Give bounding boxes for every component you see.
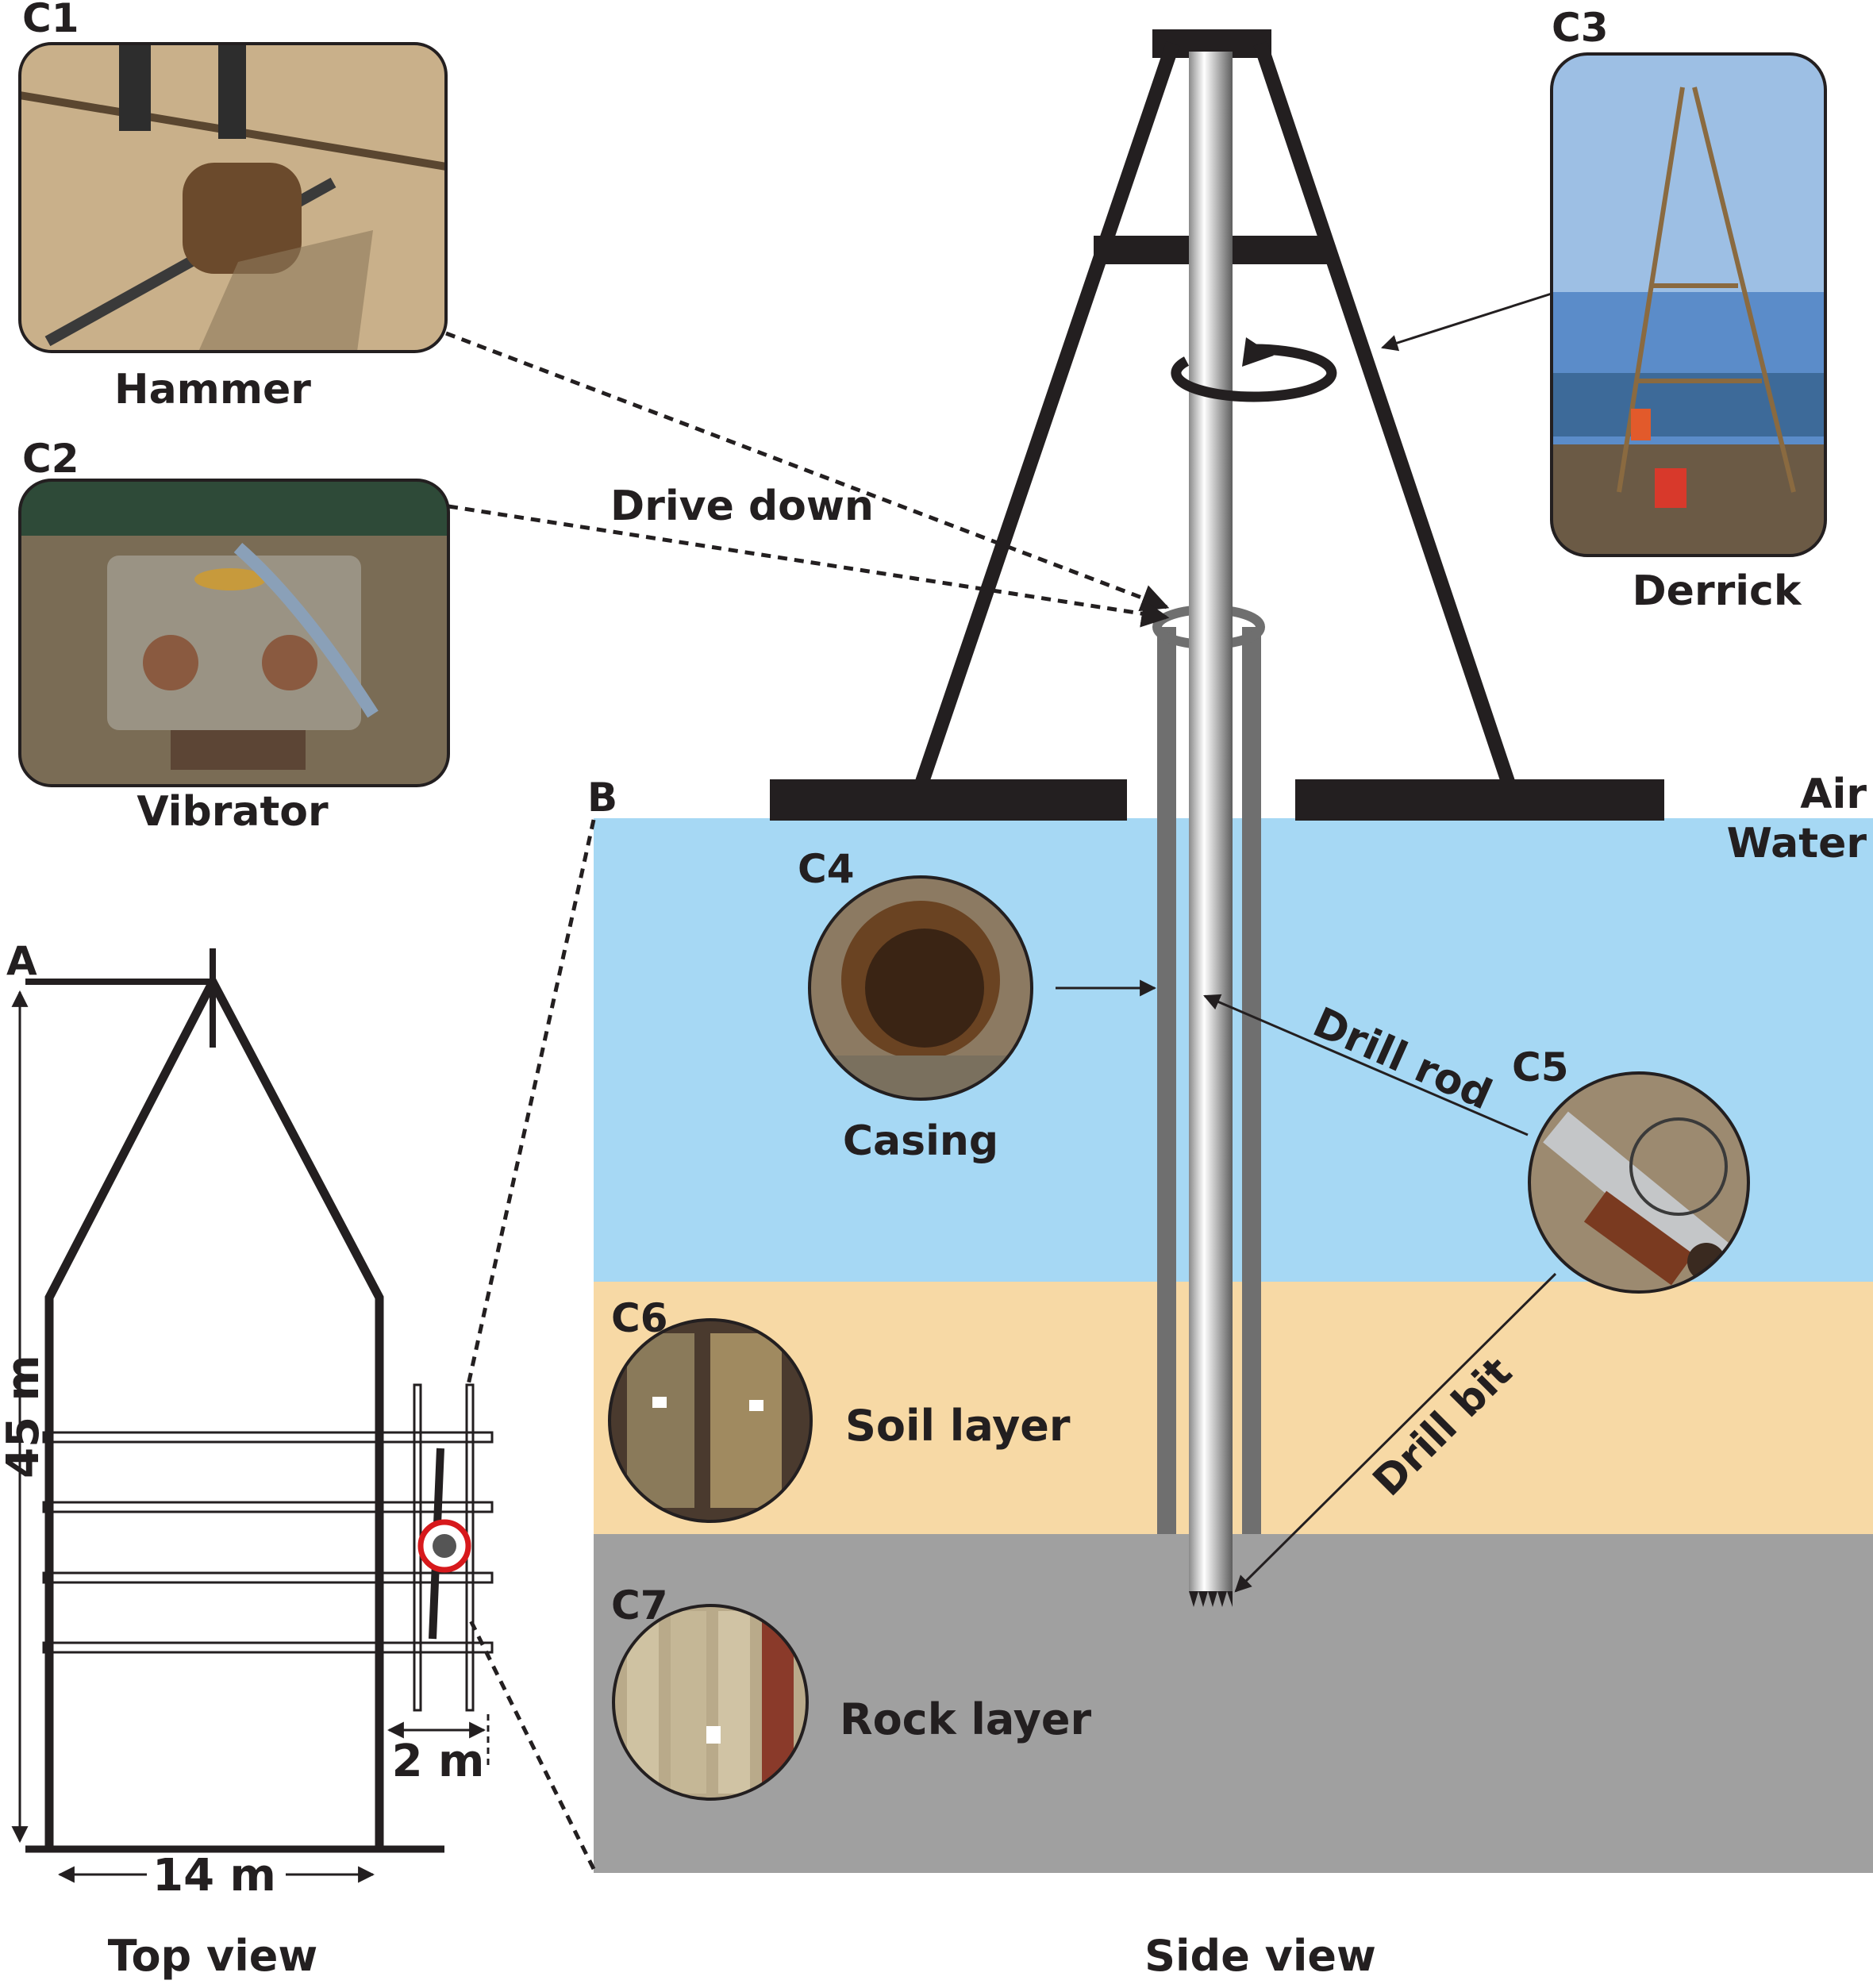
drill-bit-teeth <box>1189 1591 1233 1607</box>
rotation-arrow-icon <box>1171 337 1337 402</box>
deck-left <box>770 779 1127 821</box>
casing-left-wall <box>1157 627 1176 1534</box>
vessel-outline <box>44 972 384 1849</box>
panel-b-label: B <box>587 775 617 821</box>
label-c5: C5 <box>1512 1044 1568 1090</box>
photo-c3-derrick <box>1550 52 1827 557</box>
derrick-arrow <box>1380 292 1552 352</box>
drive-down-connector-hammer <box>445 331 1170 612</box>
drive-down-label: Drive down <box>610 483 874 530</box>
width-dimension-label: 14 m <box>152 1850 276 1901</box>
crossbeams <box>42 1431 494 1654</box>
zoom-line-bottom <box>467 1617 596 1871</box>
label-c2: C2 <box>22 436 79 482</box>
water-label: Water <box>1727 820 1867 867</box>
label-c7: C7 <box>611 1582 667 1628</box>
length-dimension-label: 45 m <box>0 1355 49 1479</box>
caption-hammer: Hammer <box>114 366 311 413</box>
photo-c4-casing <box>808 875 1033 1101</box>
photo-c2-vibrator <box>18 479 450 787</box>
label-c6: C6 <box>611 1295 667 1341</box>
zoom-line-top <box>466 819 596 1386</box>
soil-layer-label: Soil layer <box>845 1401 1071 1451</box>
caption-derrick: Derrick <box>1633 567 1802 615</box>
photo-c7-rock-core <box>612 1604 809 1801</box>
top-view-section <box>11 948 494 1883</box>
panel-a-label: A <box>6 938 37 984</box>
drive-down-connector-vibrator <box>448 504 1170 628</box>
side-view-section <box>594 29 1873 1873</box>
rock-layer-label: Rock layer <box>840 1694 1092 1744</box>
deck-right <box>1295 779 1664 821</box>
derrick-right-leg <box>1253 41 1515 784</box>
side-view-label: Side view <box>1144 1931 1376 1981</box>
caption-vibrator: Vibrator <box>137 788 329 836</box>
drill-position-dot <box>433 1534 456 1558</box>
photo-c6-soil-core <box>608 1318 813 1523</box>
casing-right-wall <box>1242 627 1261 1534</box>
offset-dimension-label: 2 m <box>392 1736 485 1787</box>
air-label: Air <box>1800 771 1867 818</box>
top-view-label: Top view <box>108 1931 317 1981</box>
drill-bit-arrow <box>1234 1272 1557 1593</box>
derrick-frame <box>770 29 1664 821</box>
label-c4: C4 <box>798 846 854 892</box>
label-c3: C3 <box>1552 5 1608 51</box>
connectors <box>445 292 1557 1871</box>
photo-c1-hammer <box>18 42 448 353</box>
label-c1: C1 <box>22 0 79 41</box>
derrick-left-leg <box>915 41 1180 784</box>
caption-casing: Casing <box>843 1117 998 1165</box>
drill-rod <box>1189 52 1233 1591</box>
photo-c5-drill-bit <box>1528 1071 1750 1294</box>
drill-rod-arrow <box>1203 994 1529 1136</box>
